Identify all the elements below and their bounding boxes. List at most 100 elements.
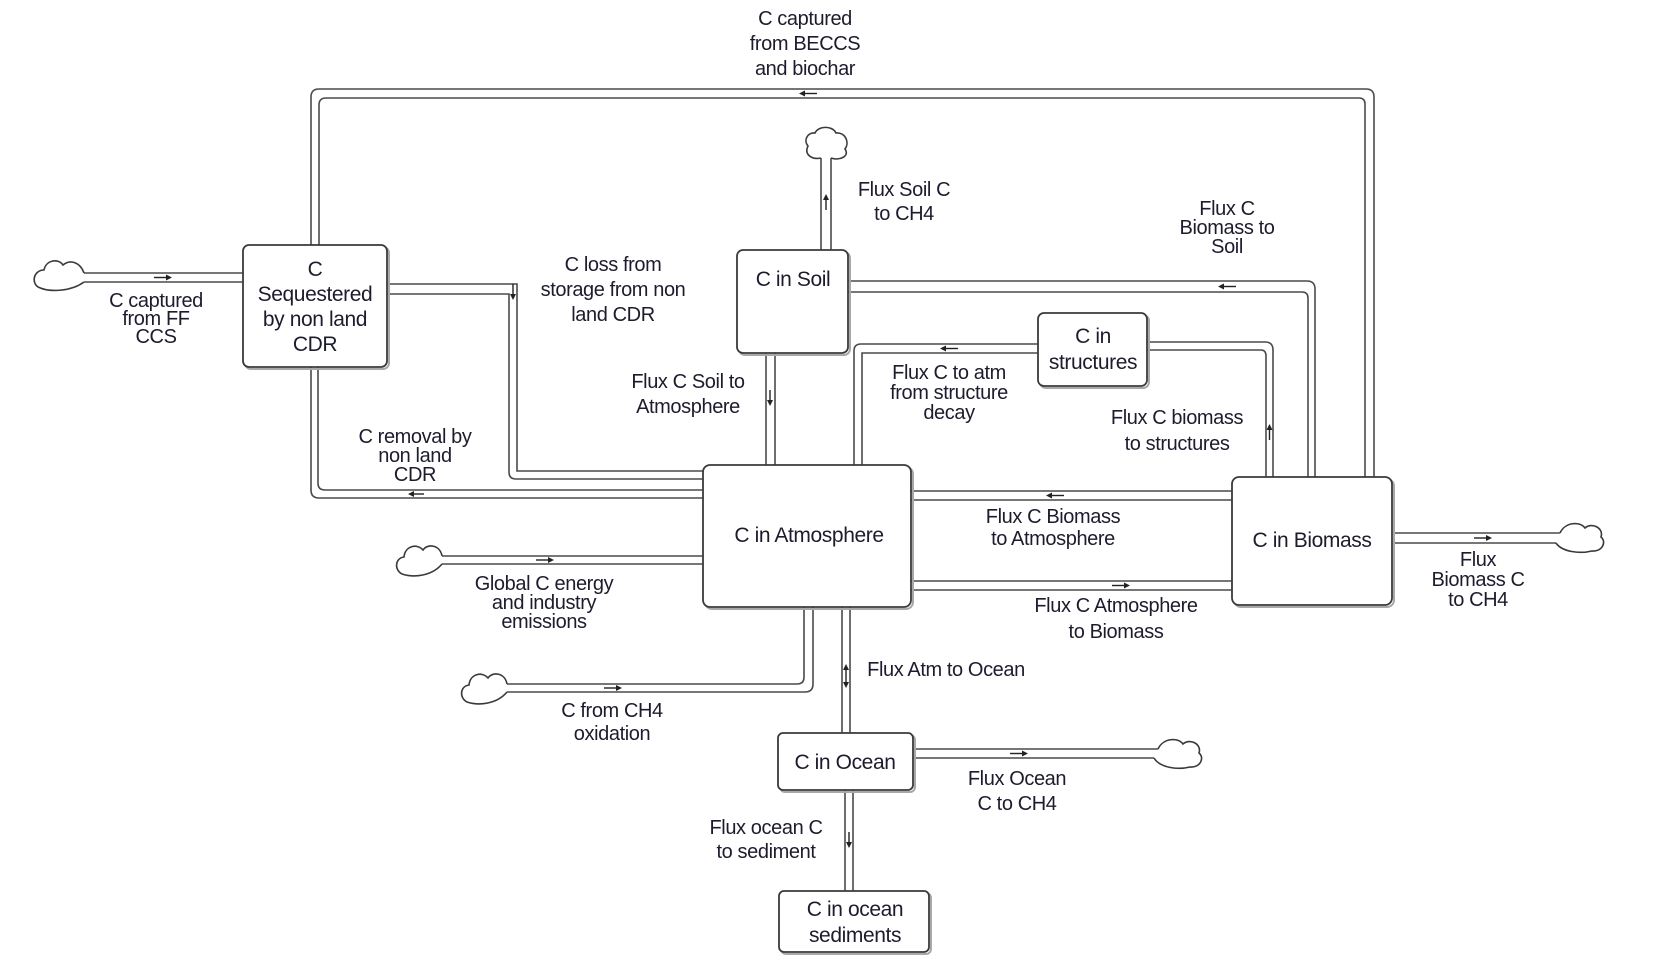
flow-label-biomass-ch4-line: Biomass C: [1431, 569, 1524, 591]
cloud-sink-biomass-ch4-icon: [1555, 522, 1605, 554]
stock-biomass[interactable]: [1231, 476, 1395, 608]
flow-label-loss-line: storage from non: [541, 279, 686, 301]
flow-pipe-loss[interactable]: [387, 283, 703, 480]
cloud-source-ff-ccs-icon: [33, 260, 85, 292]
flow-label-energy-line: emissions: [501, 611, 587, 633]
cloud-sink-soil-ch4-icon: [805, 126, 848, 160]
flow-pipe-energy[interactable]: [442, 555, 703, 565]
flow-label-loss-line: land CDR: [571, 304, 655, 326]
flow-label-atm-biomass-line: Flux C Atmosphere: [1034, 595, 1198, 617]
stock-label-sediments-line: sediments: [809, 924, 901, 947]
stock-structures[interactable]: [1037, 312, 1150, 389]
flow-label-removal-line: CDR: [394, 464, 436, 486]
stock-label-atmosphere: C in Atmosphere: [734, 524, 883, 547]
flow-label-soil-atm-line: Flux C Soil to: [631, 371, 745, 393]
flow-pipe-soil-atm[interactable]: [765, 353, 776, 465]
flow-label-atm-biomass: Flux C Atmosphere to Biomass: [1034, 595, 1198, 643]
flow-pipe-soil-ch4[interactable]: [820, 158, 832, 250]
flow-pipe-ch4-oxidation[interactable]: [507, 607, 814, 693]
arrow-loss-icon: [510, 284, 516, 300]
flow-pipe-biomass-soil[interactable]: [848, 280, 1316, 477]
flow-label-loss-line: C loss from: [565, 254, 662, 276]
stock-label-soil-line: C in Soil: [756, 268, 831, 291]
flow-label-beccs-line: C captured: [758, 8, 852, 30]
flow-label-atm-biomass-line: to Biomass: [1069, 621, 1164, 643]
flow-label-biomass-soil-line: Biomass to: [1180, 217, 1275, 239]
arrow-structure-decay-icon: [940, 345, 958, 352]
flow-pipe-ocean-sediment[interactable]: [844, 790, 854, 891]
flow-pipe-biomass-atm[interactable]: [911, 490, 1232, 501]
cloud-source-ch4-oxidation-icon: [460, 673, 508, 705]
stock-label-sediments-line: C in ocean: [807, 898, 903, 921]
stock-label-sediments: C in ocean sediments: [807, 898, 903, 947]
flow-label-ff-ccs-line: CCS: [135, 326, 176, 348]
arrow-soil-atm-icon: [767, 390, 773, 406]
arrow-biomass-atm-icon: [1046, 492, 1064, 499]
flow-label-beccs-line: from BECCS: [750, 33, 861, 55]
arrow-ocean-ch4-icon: [1010, 750, 1028, 757]
flow-pipe-beccs[interactable]: [310, 88, 1375, 477]
flow-pipe-removal[interactable]: [310, 367, 703, 499]
flow-label-biomass-ch4-line: Flux: [1460, 549, 1497, 571]
flow-pipe-ff-ccs[interactable]: [84, 272, 243, 283]
flow-label-biomass-atm-line: to Atmosphere: [991, 528, 1115, 550]
flow-label-structure-decay-line: from structure: [890, 382, 1008, 404]
arrow-soil-ch4-icon: [823, 194, 829, 210]
arrow-atm-biomass-icon: [1112, 582, 1130, 589]
flow-label-ocean-ch4-line: Flux Ocean: [968, 768, 1066, 790]
flow-pipe-biomass-ch4[interactable]: [1393, 532, 1560, 544]
flow-label-atm-ocean-line: Flux Atm to Ocean: [867, 659, 1025, 681]
stock-label-ocean-line: C in Ocean: [794, 751, 895, 774]
flow-label-structure-decay-line: decay: [923, 402, 975, 424]
flow-pipe-atm-ocean[interactable]: [841, 607, 851, 733]
flow-pipe-atm-biomass[interactable]: [911, 580, 1232, 591]
flow-pipe-ocean-ch4[interactable]: [913, 748, 1158, 759]
stock-label-structures-line: C in: [1075, 325, 1111, 348]
stock-label-atmosphere-line: C in Atmosphere: [734, 524, 883, 547]
flow-label-ocean-sediment-line: to sediment: [717, 841, 817, 863]
flow-label-energy-line: and industry: [492, 592, 597, 614]
flow-label-biomass-soil-line: Soil: [1211, 236, 1243, 258]
arrow-ff-ccs-icon: [154, 274, 172, 281]
stock-label-sequestered-line: by non land: [263, 308, 367, 331]
stock-label-structures-line: structures: [1049, 351, 1137, 374]
arrow-beccs-icon: [799, 90, 817, 97]
flow-label-ch4-oxidation-line: C from CH4: [561, 700, 663, 722]
flow-label-biomass-structures-line: to structures: [1125, 433, 1230, 455]
arrow-biomass-soil-icon: [1218, 283, 1236, 290]
stock-soil[interactable]: [736, 249, 851, 356]
flow-label-beccs-line: and biochar: [755, 58, 856, 80]
flow-label-beccs: C captured from BECCS and biochar: [750, 8, 861, 80]
stock-atmosphere[interactable]: [702, 464, 914, 610]
flow-label-ff-ccs-line: C captured: [109, 290, 203, 312]
flow-label-ch4-oxidation-line: oxidation: [574, 723, 650, 745]
stock-label-sequestered-line: CDR: [293, 333, 338, 356]
arrow-energy-icon: [536, 557, 554, 563]
flow-label-ff-ccs-line: from FF: [122, 308, 189, 330]
arrow-ch4-oxidation-icon: [604, 685, 622, 691]
stock-label-sequestered-line: Sequestered: [258, 283, 373, 306]
stock-sequestered[interactable]: [242, 244, 390, 370]
stock-label-biomass: C in Biomass: [1253, 529, 1372, 552]
flow-label-biomass-ch4-line: to CH4: [1448, 589, 1508, 611]
stock-sediments[interactable]: [778, 890, 932, 955]
arrow-ocean-sediment-icon: [846, 832, 852, 848]
flow-label-loss: C loss from storage from non land CDR: [541, 254, 686, 326]
stock-label-sequestered-line: C: [308, 258, 323, 281]
flow-pipe-structure-decay[interactable]: [853, 343, 1038, 465]
flow-pipe-biomass-structures[interactable]: [1147, 341, 1274, 477]
arrow-biomass-structures-icon: [1266, 424, 1273, 440]
flow-label-atm-ocean: Flux Atm to Ocean: [867, 659, 1025, 681]
stock-label-soil: C in Soil: [756, 268, 831, 291]
stock-ocean[interactable]: [777, 732, 916, 793]
